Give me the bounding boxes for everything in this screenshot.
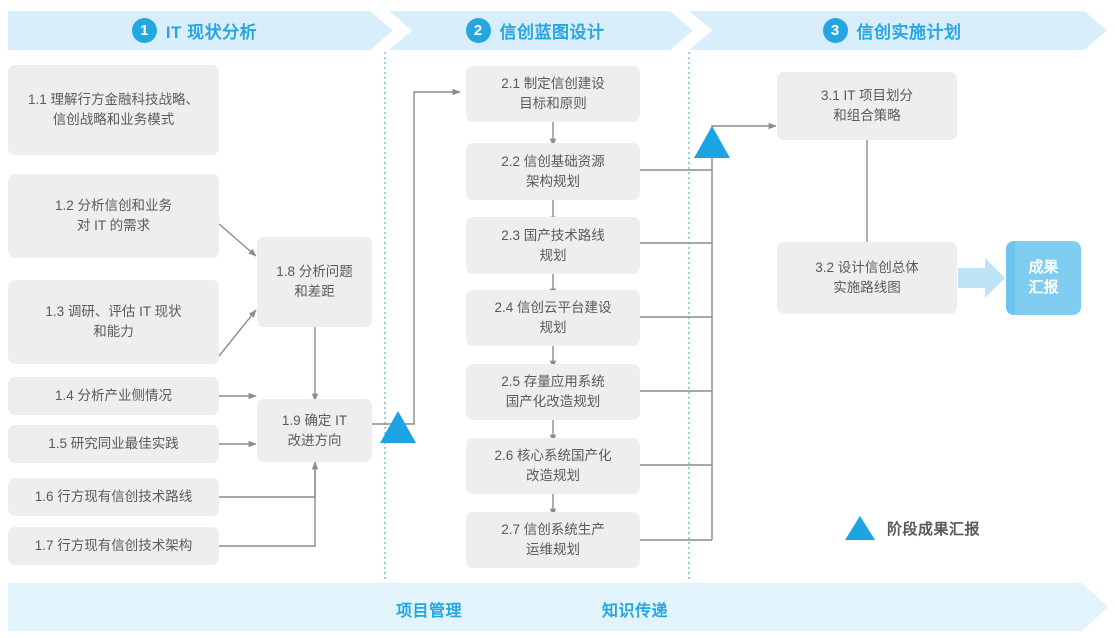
- bottom-band[interactable]: 项目管理 知识传递: [8, 583, 1108, 631]
- phase-title-1: IT 现状分析: [165, 23, 258, 42]
- band-item-0[interactable]: 项目管理: [396, 603, 463, 620]
- phase-number-1: 1: [131, 18, 157, 43]
- task-box-1-3[interactable]: 1.3 调研、评估 IT 现状 和能力: [8, 280, 219, 364]
- task-box-1-2[interactable]: 1.2 分析信创和业务 对 IT 的需求: [8, 174, 219, 258]
- task-box-1-1[interactable]: 1.1 理解行方金融科技战略、 信创战略和业务模式: [8, 65, 219, 155]
- task-box-1-5[interactable]: 1.5 研究同业最佳实践: [8, 425, 219, 463]
- milestone-triangle-phase1: [380, 411, 416, 443]
- task-box-1-8[interactable]: 1.8 分析问题 和差距: [257, 237, 372, 327]
- milestone-triangle-phase2: [694, 126, 730, 158]
- phase-banner-shape-2: [389, 11, 693, 50]
- phase-banner-3[interactable]: 3 信创实施计划: [689, 11, 1107, 50]
- phase-number-3: 3: [822, 18, 848, 43]
- task-box-2-2[interactable]: 2.2 信创基础资源 架构规划: [466, 143, 640, 200]
- task-box-2-5[interactable]: 2.5 存量应用系统 国产化改造规划: [466, 364, 640, 420]
- task-box-2-4[interactable]: 2.4 信创云平台建设 规划: [466, 290, 640, 346]
- task-box-2-7[interactable]: 2.7 信创系统生产 运维规划: [466, 512, 640, 568]
- phase-banner-2[interactable]: 2 信创蓝图设计: [389, 11, 693, 50]
- bottom-band-shape: [8, 583, 1108, 631]
- phase-title-2: 信创蓝图设计: [499, 23, 605, 42]
- task-box-3-1[interactable]: 3.1 IT 项目划分 和组合策略: [777, 72, 957, 140]
- band-item-1[interactable]: 知识传递: [602, 603, 669, 620]
- task-box-2-6[interactable]: 2.6 核心系统国产化 改造规划: [466, 438, 640, 494]
- task-box-3-2[interactable]: 3.2 设计信创总体 实施路线图: [777, 242, 957, 314]
- task-box-1-9[interactable]: 1.9 确定 IT 改进方向: [257, 399, 372, 462]
- task-box-2-1[interactable]: 2.1 制定信创建设 目标和原则: [466, 66, 640, 122]
- phase-banner-1[interactable]: 1 IT 现状分析: [8, 11, 393, 50]
- task-box-2-3[interactable]: 2.3 国产技术路线 规划: [466, 217, 640, 274]
- phase-banner-shape-1: [8, 11, 393, 50]
- legend-label: 阶段成果汇报: [887, 520, 981, 538]
- phase-number-2: 2: [465, 18, 491, 43]
- task-box-1-7[interactable]: 1.7 行方现有信创技术架构: [8, 527, 219, 565]
- legend-milestone: 阶段成果汇报: [845, 516, 980, 540]
- phase-title-3: 信创实施计划: [856, 23, 962, 42]
- phase-banner-shape-3: [689, 11, 1107, 50]
- result-badge[interactable]: 成果 汇报: [1006, 241, 1081, 315]
- milestone-triangle-icon: [845, 516, 875, 540]
- task-box-1-4[interactable]: 1.4 分析产业侧情况: [8, 377, 219, 415]
- task-box-1-6[interactable]: 1.6 行方现有信创技术路线: [8, 478, 219, 516]
- result-arrow: [958, 258, 1005, 298]
